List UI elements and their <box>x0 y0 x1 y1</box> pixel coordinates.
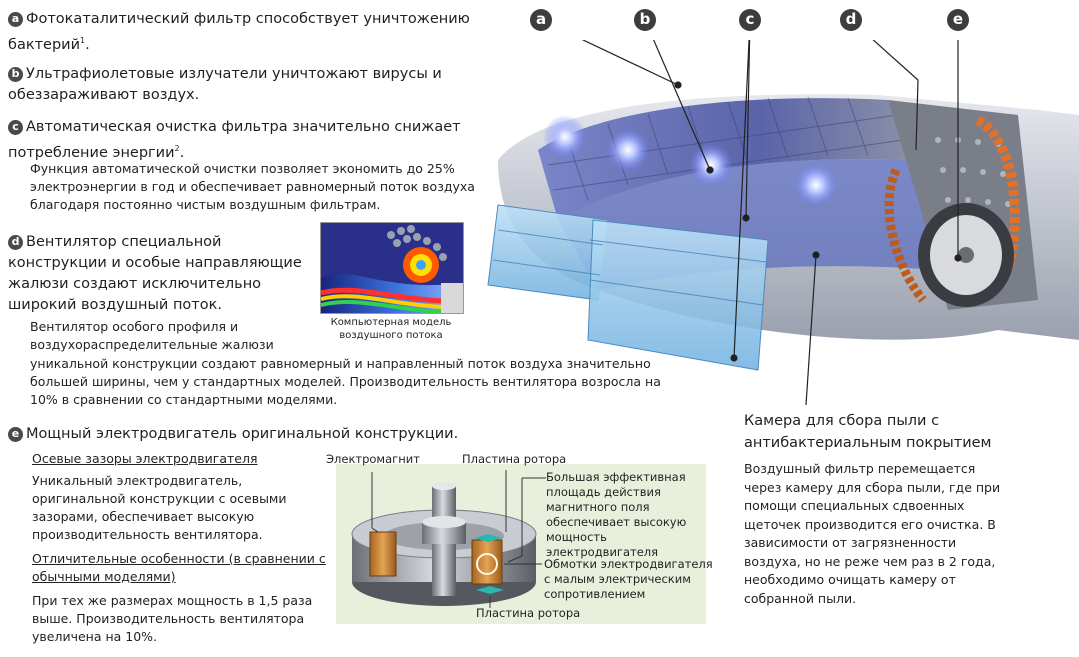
airflow-image-caption: Компьютерная модель воздушного потока <box>330 317 452 341</box>
callout-d: d <box>840 9 862 31</box>
feature-c-text: Автоматическая очистка фильтра значитель… <box>8 119 461 161</box>
label-windings: Обмотки электродвигателя с малым электри… <box>544 557 713 601</box>
feature-a-text: Фотокаталитический фильтр способствует у… <box>8 11 470 53</box>
label-rotor-plate-top: Пластина ротора <box>462 452 567 466</box>
callout-a: a <box>530 9 552 31</box>
footnote-1: 1 <box>80 36 86 45</box>
feature-c-tail: . <box>179 144 185 161</box>
badge-c: c <box>8 120 23 135</box>
callout-b: b <box>634 9 656 31</box>
callout-c: c <box>739 9 761 31</box>
distinctive-features-title: Отличительные особенности (в сравнении с… <box>32 551 326 584</box>
airflow-simulation-image <box>320 222 464 314</box>
badge-b: b <box>8 67 23 82</box>
feature-d-desc-short: Вентилятор особого профиля и воздухорасп… <box>30 319 274 352</box>
feature-a-tail: . <box>85 36 90 53</box>
feature-d-desc: уникальной конструкции создают равномерн… <box>30 356 661 407</box>
callout-e: e <box>947 9 969 31</box>
distinctive-features-text: При тех же размерах мощность в 1,5 раза … <box>32 593 313 644</box>
label-magnetic-area: Большая эффективная площадь действия маг… <box>546 470 687 559</box>
feature-d-text: Вентилятор специальной конструкции и осо… <box>8 234 302 313</box>
label-rotor-plate-bottom: Пластина ротора <box>476 606 581 620</box>
feature-b-text: Ультрафиолетовые излучатели уничтожают в… <box>8 66 442 103</box>
dust-chamber-text: Воздушный фильтр перемещается через каме… <box>744 461 1001 606</box>
motor-illustration <box>351 470 546 608</box>
badge-d: d <box>8 235 23 250</box>
feature-c-desc: Функция автоматической очистки позволяет… <box>30 161 475 212</box>
dust-chamber-title: Камера для сбора пыли с антибактериальны… <box>744 413 992 451</box>
motor-gap-title: Осевые зазоры электродвигателя <box>32 451 258 466</box>
ac-unit-illustration <box>478 19 1079 420</box>
label-electromagnet: Электромагнит <box>326 452 420 466</box>
badge-e: e <box>8 427 23 442</box>
motor-gap-text: Уникальный электродвигатель, оригинально… <box>32 473 287 542</box>
feature-e-text: Мощный электродвигатель оригинальной кон… <box>26 426 459 442</box>
badge-a: a <box>8 12 23 27</box>
motor-diagram <box>336 464 706 624</box>
footnote-2: 2 <box>174 144 180 153</box>
